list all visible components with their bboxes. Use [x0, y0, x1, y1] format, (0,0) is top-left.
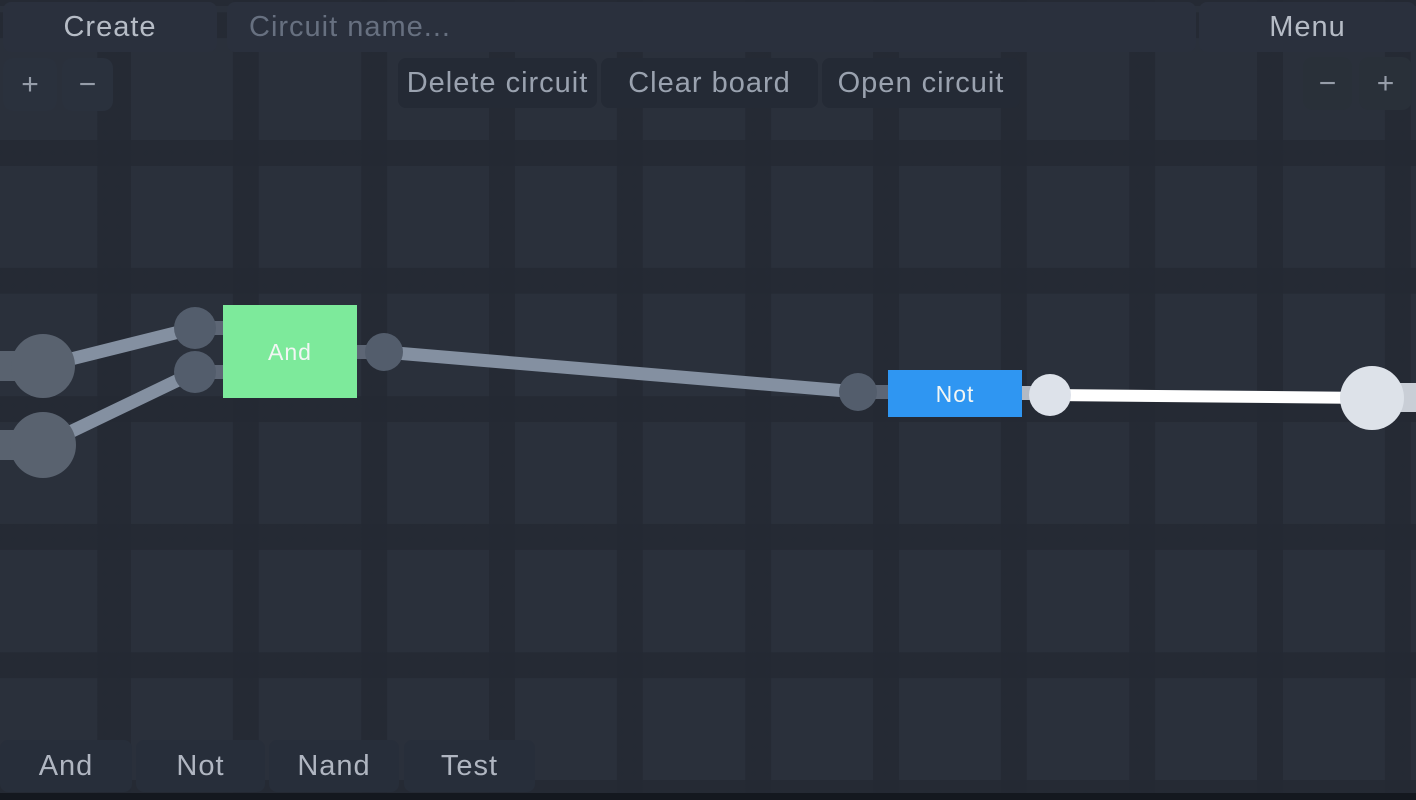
- not-input-pin[interactable]: [839, 373, 877, 411]
- zoom-out-left-button[interactable]: −: [62, 58, 113, 111]
- menu-button[interactable]: Menu: [1199, 2, 1416, 52]
- board-output-terminal[interactable]: [1340, 366, 1404, 430]
- zoom-in-left-button[interactable]: +: [3, 58, 57, 111]
- circuit-name-input[interactable]: [227, 2, 1196, 52]
- open-circuit-button[interactable]: Open circuit: [822, 58, 1020, 108]
- zoom-in-right-button[interactable]: +: [1359, 57, 1412, 110]
- and-gate[interactable]: And: [223, 305, 357, 398]
- clear-board-button[interactable]: Clear board: [601, 58, 818, 108]
- palette-item-not[interactable]: Not: [136, 740, 265, 792]
- palette-item-nand[interactable]: Nand: [269, 740, 399, 792]
- bottom-edge-strip: [0, 793, 1416, 800]
- and-output-pin[interactable]: [365, 333, 403, 371]
- create-button[interactable]: Create: [3, 2, 217, 52]
- palette-item-and[interactable]: And: [0, 740, 132, 792]
- and-input-pin-1[interactable]: [174, 307, 216, 349]
- board-input-terminal-1[interactable]: [11, 334, 75, 398]
- wire-and-to-not[interactable]: [383, 345, 859, 399]
- not-gate-body[interactable]: [888, 370, 1022, 417]
- not-output-pin[interactable]: [1029, 374, 1071, 416]
- not-gate[interactable]: Not: [888, 370, 1022, 417]
- palette-item-test[interactable]: Test: [404, 740, 535, 792]
- and-input-pin-2[interactable]: [174, 351, 216, 393]
- wire-not-to-output[interactable]: [1049, 389, 1373, 404]
- delete-circuit-button[interactable]: Delete circuit: [398, 58, 597, 108]
- zoom-out-right-button[interactable]: −: [1303, 57, 1352, 110]
- and-gate-body[interactable]: [223, 305, 357, 398]
- board-input-terminal-2[interactable]: [10, 412, 76, 478]
